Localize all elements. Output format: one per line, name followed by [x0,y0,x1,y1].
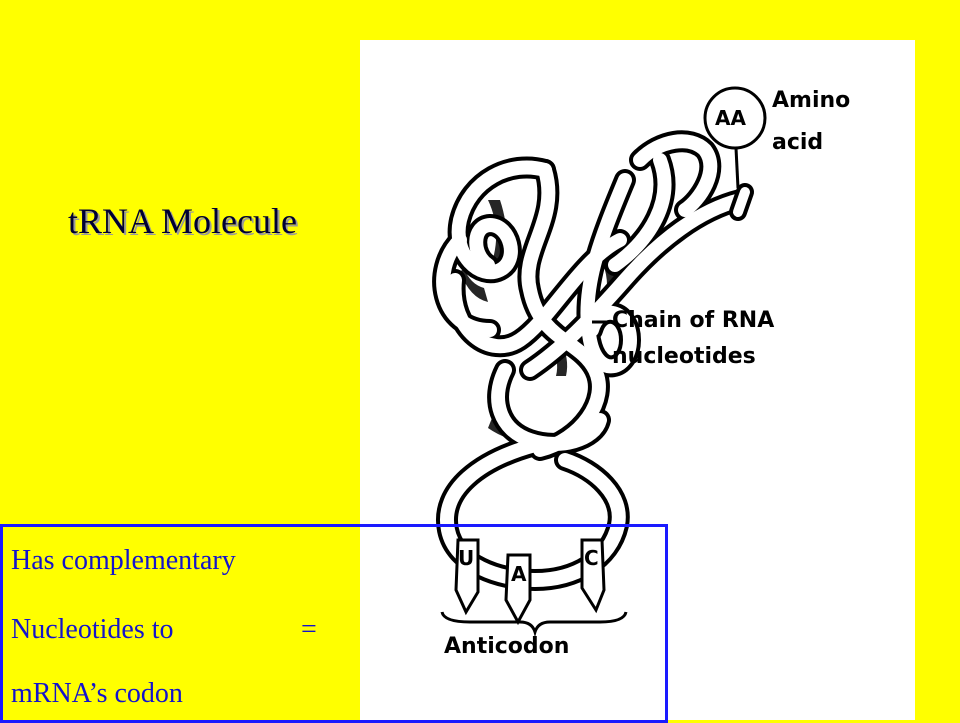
anticodon-label: Anticodon [444,634,570,659]
note-line-1: Has complementary [11,545,236,576]
base-u-label: U [458,546,475,570]
note-line-3: mRNA’s codon [11,678,183,709]
slide-title: tRNA Molecule [68,201,297,241]
chain-label-line1: Chain of RNA [612,308,775,333]
base-a-label: A [511,562,527,586]
trna-figure: AA Amino acid Chain of RNA nucleotides U… [360,40,915,720]
base-c-label: C [584,546,599,570]
chain-label-line2: nucleotides [612,344,756,369]
anticodon-bases [454,538,606,626]
rna-chain [432,130,754,591]
amino-label-line1: Amino [772,88,851,113]
note-box: Has complementary Nucleotides to = mRNA’… [0,524,668,723]
trna-diagram [432,86,767,638]
amino-acid-circle [703,86,767,150]
amino-label-line2: acid [772,130,824,155]
amino-acid-connector [734,147,740,189]
note-equals: = [301,614,317,645]
anticodon-brace [440,611,628,638]
aa-circle-label: AA [715,106,746,130]
note-line-2: Nucleotides to [11,614,174,645]
